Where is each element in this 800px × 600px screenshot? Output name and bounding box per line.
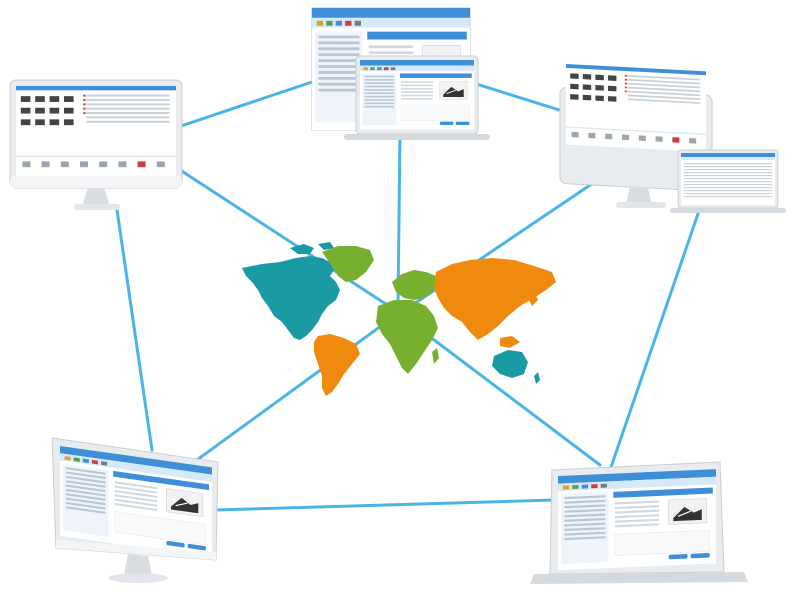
continent-australia (492, 350, 528, 378)
continent-europe (392, 270, 440, 300)
link-bottomright-bottomleft (213, 498, 557, 512)
monitor-stand (626, 186, 652, 206)
link-topcenter-map (396, 128, 402, 307)
continent-asia (434, 258, 556, 340)
device-desktop-bottom-left (51, 437, 219, 583)
continent-north-america (242, 256, 340, 340)
monitor-chin (56, 540, 216, 560)
device-desktop-top-left (9, 79, 183, 210)
continent-asia-islands (500, 292, 538, 348)
link-topleft-map (178, 168, 397, 312)
link-bottomleft-map (188, 316, 394, 467)
link-bottomleft-topleft (115, 208, 154, 452)
continent-madagascar (432, 348, 439, 364)
monitor-chin (10, 176, 182, 188)
laptop-screen-report (681, 153, 775, 205)
laptop-screen (359, 59, 475, 131)
monitor-stand (82, 188, 110, 206)
monitor-stand (124, 554, 152, 576)
laptop-screen (557, 468, 717, 572)
continent-north-america-islands (290, 242, 334, 254)
laptop-base (344, 134, 490, 140)
monitor-base (108, 573, 168, 583)
continent-new-zealand (534, 372, 540, 384)
world-map (242, 242, 556, 396)
continent-greenland (322, 246, 374, 282)
link-topright-bottomright (608, 206, 702, 472)
laptop-base (670, 208, 786, 213)
continent-south-america (314, 334, 360, 396)
continent-africa (376, 300, 438, 374)
device-desktop-top-right (559, 64, 786, 213)
device-laptop-top-center (311, 7, 490, 140)
monitor-screen (566, 64, 706, 152)
device-laptop-bottom-right (530, 461, 748, 584)
connection-lines (115, 80, 702, 512)
link-bottomright-map (403, 316, 602, 467)
laptop-base (530, 572, 748, 584)
monitor-screen (16, 86, 176, 176)
monitor-base (616, 202, 666, 208)
link-topleft-topcenter (176, 80, 314, 129)
monitor-base (74, 204, 120, 210)
